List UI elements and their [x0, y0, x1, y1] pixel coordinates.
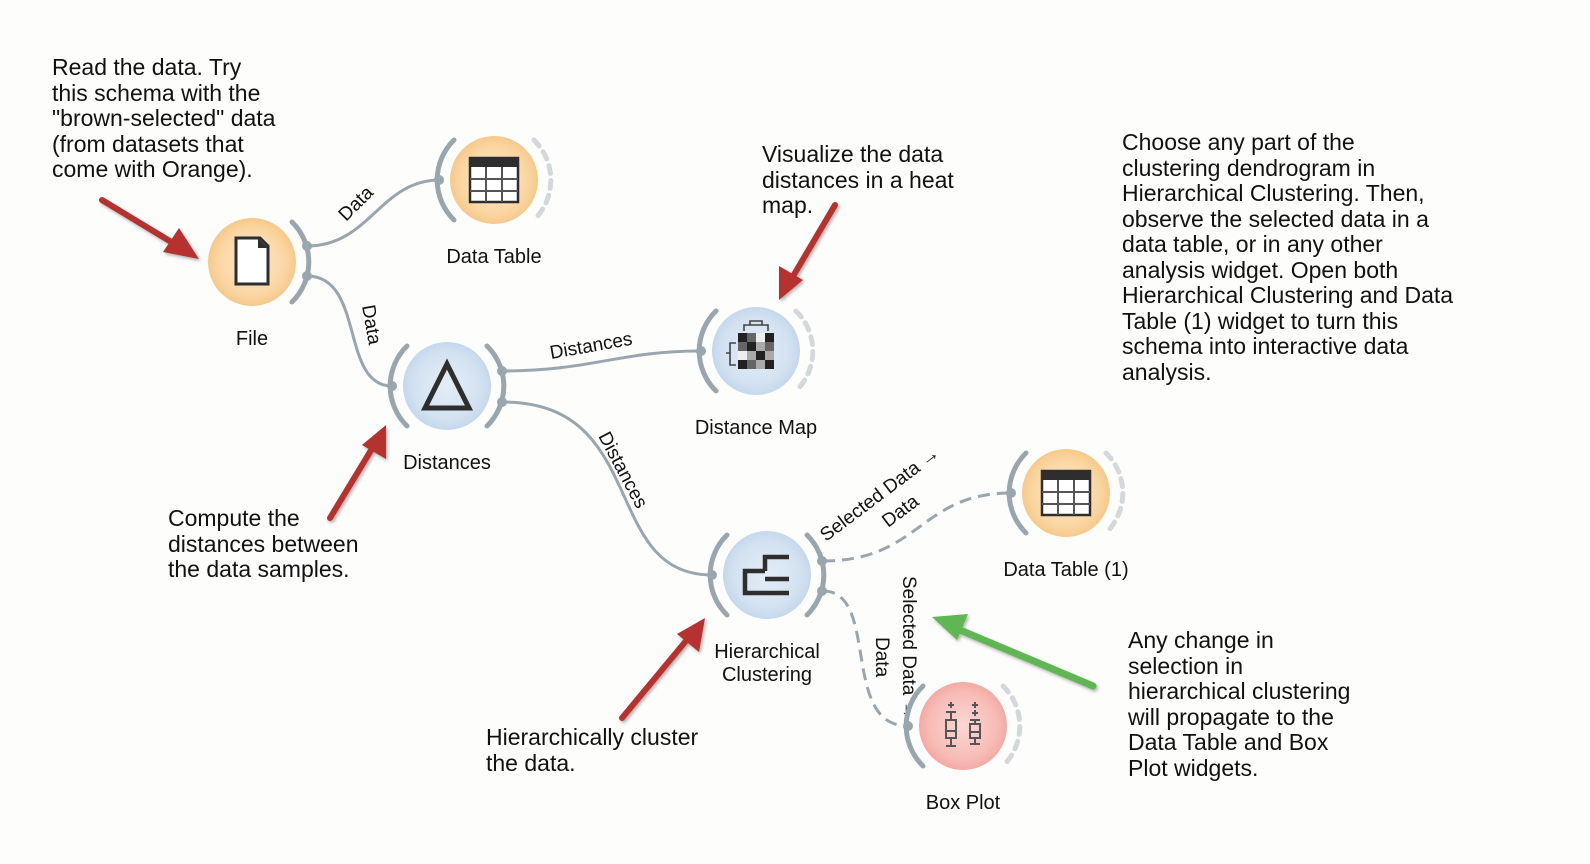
heatmap-icon — [726, 320, 774, 369]
link-distances-to-distance-map[interactable] — [502, 349, 701, 373]
annotation-selection-propagate[interactable]: Any change in selection in hierarchical … — [1128, 627, 1351, 781]
red-arrow-to-hier-clustering[interactable] — [619, 618, 705, 721]
annotation-compute-distances[interactable]: Compute the distances between the data s… — [168, 505, 359, 582]
annotation-visualize-distances[interactable]: Visualize the data distances in a heat m… — [762, 141, 954, 218]
annotation-arrows — [99, 197, 1097, 721]
node-data-table-output-port[interactable] — [531, 137, 554, 223]
node-title-box-plot: Box Plot — [926, 792, 1001, 814]
node-distance-map[interactable] — [696, 307, 816, 395]
annotation-hierarchically-cluster[interactable]: Hierarchically cluster the data. — [486, 724, 699, 776]
green-arrow-to-selection-link[interactable] — [932, 614, 1097, 690]
anchor — [707, 570, 717, 580]
node-file[interactable] — [208, 218, 312, 306]
link-label-hier-to-dt1-line1: Selected Data → — [816, 443, 943, 546]
link-label-file-distances: Data — [357, 303, 385, 347]
table-icon — [1040, 469, 1092, 517]
link-label-hier-to-boxplot-line1: Selected Data → — [898, 576, 919, 720]
node-distances-body[interactable] — [403, 342, 491, 430]
node-data-table-1[interactable] — [1006, 449, 1126, 537]
boxplot-icon — [945, 702, 981, 747]
anchor — [903, 721, 913, 731]
node-title-distances: Distances — [403, 452, 491, 474]
link-labels: Data Data Distances Distances Selected D… — [335, 182, 944, 720]
anchor — [817, 586, 827, 596]
node-title-distance-map: Distance Map — [695, 417, 817, 439]
anchor — [497, 366, 507, 376]
annotation-read-data[interactable]: Read the data. Try this schema with the … — [52, 54, 276, 182]
red-arrow-to-distance-map[interactable] — [779, 202, 838, 300]
link-label-hier-to-boxplot-line2: Data — [871, 637, 892, 678]
table-icon — [468, 156, 520, 204]
anchor — [302, 271, 312, 281]
node-distances-output-port[interactable] — [484, 343, 507, 429]
link-hier-clustering-to-data-table-1[interactable] — [822, 491, 1012, 563]
node-file-output-port[interactable] — [289, 219, 312, 305]
node-title-hierarchical-clustering-2: Clustering — [722, 664, 812, 686]
link-distances-to-hier-clustering[interactable] — [502, 400, 713, 577]
dendrogram-icon — [742, 554, 789, 596]
red-arrow-to-file[interactable] — [99, 197, 199, 259]
annotation-choose-dendrogram[interactable]: Choose any part of the clustering dendro… — [1122, 129, 1454, 385]
delta-icon — [420, 358, 474, 411]
node-data-table-1-output-port[interactable] — [1103, 450, 1126, 536]
node-box-plot-output-port[interactable] — [1000, 683, 1023, 769]
anchor — [497, 397, 507, 407]
anchor — [1006, 488, 1016, 498]
anchor — [817, 556, 827, 566]
anchor — [696, 346, 706, 356]
node-hierarchical-clustering-output-port[interactable] — [804, 532, 827, 618]
red-arrow-to-distances[interactable] — [327, 425, 386, 521]
link-file-to-distances[interactable] — [306, 274, 393, 388]
node-title-data-table-1: Data Table (1) — [1003, 559, 1128, 581]
node-title-hierarchical-clustering-1: Hierarchical — [714, 641, 820, 663]
node-distances[interactable] — [387, 342, 507, 430]
link-label-file-data-table: Data — [335, 182, 379, 226]
anchor — [302, 241, 312, 251]
anchor — [434, 175, 444, 185]
link-file-to-data-table[interactable] — [306, 178, 441, 248]
node-hierarchical-clustering-body[interactable] — [723, 531, 811, 619]
node-distance-map-output-port[interactable] — [793, 308, 816, 394]
file-icon — [234, 236, 270, 286]
node-data-table[interactable] — [434, 136, 554, 224]
node-box-plot[interactable] — [903, 682, 1023, 770]
link-hier-clustering-to-box-plot[interactable] — [822, 589, 909, 728]
node-title-data-table: Data Table — [446, 246, 541, 268]
links — [306, 178, 1012, 728]
anchor — [387, 381, 397, 391]
node-box-plot-body[interactable] — [919, 682, 1007, 770]
link-label-distances-hier-clustering: Distances — [594, 428, 652, 512]
node-title-file: File — [236, 328, 268, 350]
node-hierarchical-clustering[interactable] — [707, 531, 827, 619]
